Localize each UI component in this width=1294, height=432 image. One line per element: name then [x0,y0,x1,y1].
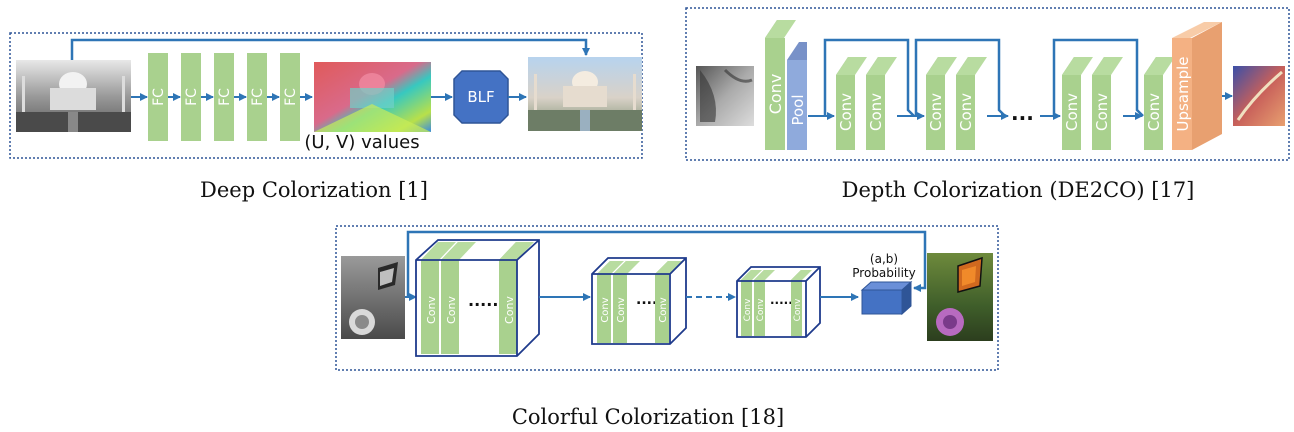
ab-label: (a,b) [870,252,898,266]
conv-label: Conv [616,297,627,322]
conv-dots: ..... [468,291,498,310]
conv-label: Conv [600,297,611,322]
fc-label: FC [151,88,167,106]
grayscale-taj-input-image [16,60,131,132]
fc-label: FC [283,88,299,106]
fc-layer-3: FC [214,53,234,141]
conv-label: Conv [756,298,766,321]
conv-label: Conv [743,298,753,321]
conv-label: Conv [837,93,855,131]
grayscale-butterfly-input-image [341,256,405,339]
colorful-colorization-frame [335,225,999,371]
depth-conv-block-2: Conv Conv [926,57,987,150]
conv-sheet: Conv [421,242,456,354]
pool-label: Pool [789,94,807,125]
fc-layer-2: FC [181,53,201,141]
conv-sheet: Conv [791,270,812,336]
conv-sheet: Conv [441,242,476,354]
colorful-skip-connection-arrow [406,230,927,297]
depth-final-conv-layer: Conv [1144,57,1175,150]
depth-conv-layer: Conv [1092,57,1123,150]
conv-sheet: Conv [597,261,624,343]
conv-cube-1: Conv Conv ..... Conv [415,239,540,357]
ab-probability-block [860,280,913,316]
uv-values-label: (U, V) values [304,132,419,153]
conv-label: Conv [1063,93,1081,131]
conv-cube-3: Conv Conv ..... Conv [736,266,821,338]
conv-sheet: Conv [655,261,682,343]
conv-label: Conv [1145,93,1163,131]
conv-label: Conv [766,74,785,115]
caption-colorful-colorization: Colorful Colorization [18] [512,405,784,429]
conv-label: Conv [1093,93,1111,131]
conv-label: Conv [927,93,945,131]
conv-dots: ..... [770,293,793,307]
depth-conv-block-3: Conv Conv [1062,57,1123,150]
conv-label: Conv [425,296,438,324]
colorized-butterfly-output-image [927,253,993,341]
blf-label: BLF [467,88,494,106]
fc-label: FC [217,88,233,106]
fc-layer-4: FC [247,53,267,141]
conv-label: Conv [658,297,669,322]
depth-conv-layer-1: Conv [765,20,796,150]
fc-label: FC [250,88,266,106]
fc-label: FC [184,88,200,106]
conv-sheet: Conv [741,270,762,336]
depth-conv-layer: Conv [866,57,897,150]
upsample-label: Upsample [1174,56,1192,131]
depth-conv-layer: Conv [956,57,987,150]
deep-skip-connection-arrow [70,38,590,60]
caption-deep-colorization: Deep Colorization [1] [200,178,428,202]
depth-conv-layer: Conv [836,57,867,150]
conv-sheet: Conv [613,261,640,343]
depth-conv-layer: Conv [1062,57,1093,150]
fc-layer-1: FC [148,53,168,141]
caption-depth-colorization: Depth Colorization (DE2CO) [17] [842,178,1195,202]
conv-label: Conv [445,296,458,324]
conv-label: Conv [793,298,803,321]
depth-conv-layer: Conv [926,57,957,150]
upsample-layer: Upsample [1172,22,1222,150]
colorized-taj-output-image [528,57,642,131]
conv-cube-2: Conv Conv ..... Conv [591,257,687,345]
probability-label: Probability [852,266,915,280]
fc-layer-5: FC [280,53,300,141]
uv-values-image [314,62,431,132]
conv-label: Conv [957,93,975,131]
conv-sheet: Conv [499,242,534,354]
conv-label: Conv [867,93,885,131]
depth-ellipsis: ... [1011,101,1034,125]
pool-layer: Pool [787,42,807,150]
conv-label: Conv [503,296,516,324]
depth-skip-1 [823,38,915,117]
depth-map-input-image [696,66,754,126]
depth-colorization-frame [685,7,1290,161]
deep-colorization-frame [9,32,643,159]
blf-block: BLF [453,70,509,124]
conv-sheet: Conv [754,270,775,336]
depth-conv-block-1: Conv Conv [836,57,897,150]
depth-colorized-output-image [1233,66,1285,126]
